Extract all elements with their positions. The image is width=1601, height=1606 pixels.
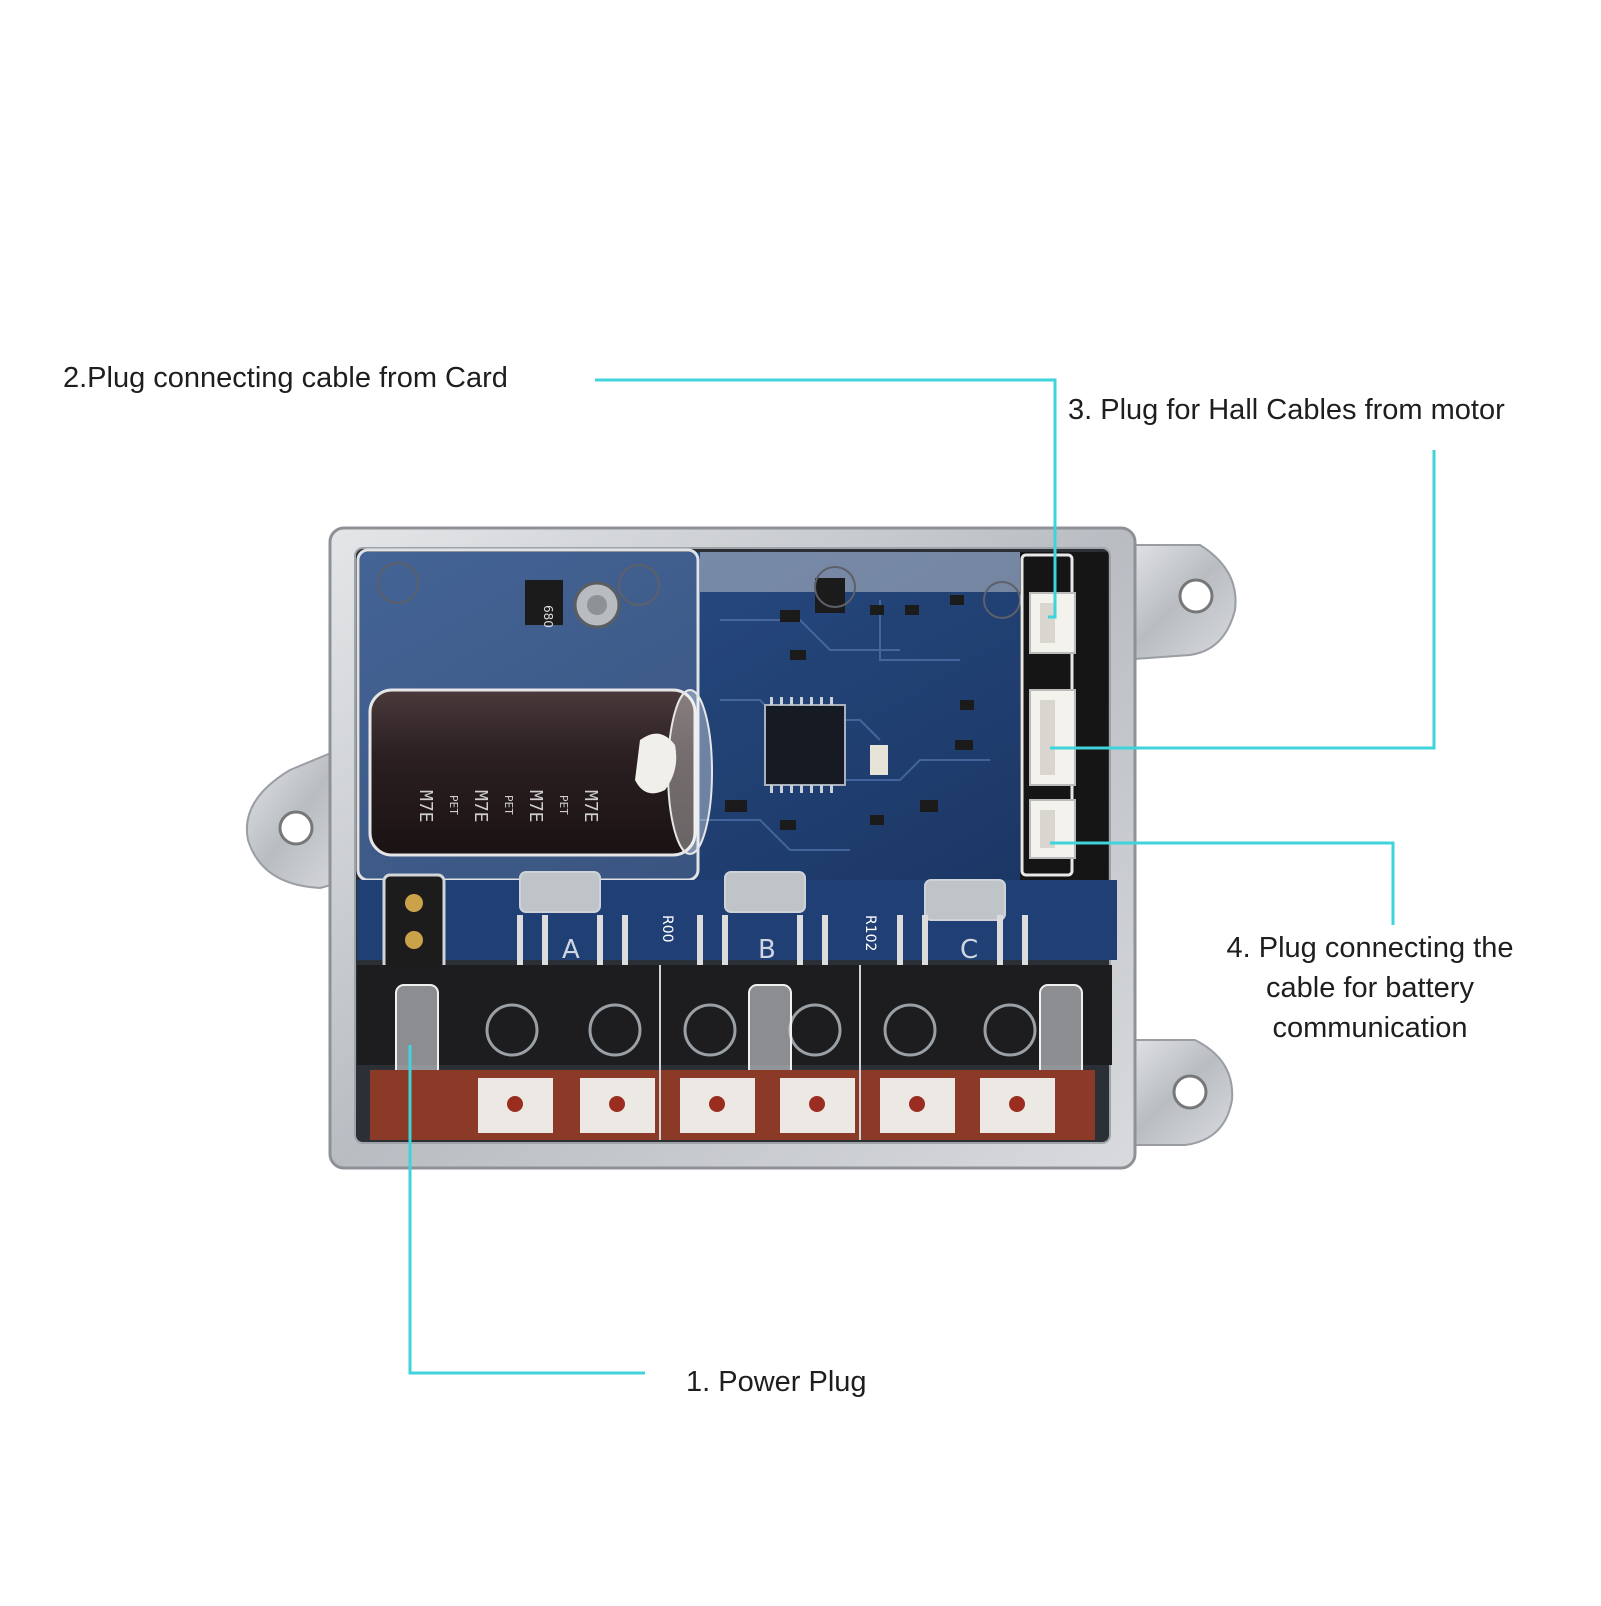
callout-line-card — [595, 378, 1057, 619]
callout-label-hall-plug: 3. Plug for Hall Cables from motor — [1068, 394, 1505, 426]
svg-text:PET: PET — [502, 795, 515, 815]
bulk-capacitor: M7E PET M7E PET M7E PET M7E — [368, 688, 713, 857]
callout-label-battery-plug: 4. Plug connecting the cable for battery… — [1150, 928, 1590, 1048]
mounting-tab-right-top — [1119, 544, 1237, 662]
callout-line-power — [408, 1045, 645, 1375]
callout-label-battery-line-1: 4. Plug connecting the — [1226, 932, 1514, 964]
callout-lines — [408, 378, 1436, 1375]
callout-line-hall — [1050, 450, 1436, 750]
svg-text:M7E: M7E — [470, 790, 491, 823]
svg-text:M7E: M7E — [415, 790, 436, 823]
svg-text:M7E: M7E — [525, 790, 546, 823]
mounting-tab-right-bottom — [1119, 1039, 1234, 1146]
mcu-chip — [764, 704, 846, 786]
jst-connector-battery — [1029, 799, 1076, 859]
phase-label-b: B — [758, 935, 776, 965]
svg-text:M7E: M7E — [580, 790, 601, 823]
callout-label-power-plug: 1. Power Plug — [686, 1366, 867, 1398]
callout-label-battery-line-3: communication — [1272, 1012, 1468, 1044]
callout-label-card-plug: 2.Plug connecting cable from Card — [63, 362, 508, 394]
power-plug-connector — [382, 873, 446, 972]
svg-text:PET: PET — [447, 795, 460, 815]
callout-line-battery — [1050, 841, 1395, 925]
jst-connector-hall — [1029, 689, 1076, 786]
callout-label-battery-line-2: cable for battery — [1266, 972, 1474, 1004]
phase-label-c: C — [960, 935, 978, 965]
jst-connector-card — [1029, 592, 1076, 654]
phase-label-a: A — [562, 935, 580, 965]
resistor-code: 680 — [541, 605, 555, 628]
resistor-label-r102: R102 — [862, 915, 878, 951]
mounting-tab-left — [245, 743, 351, 890]
svg-text:PET: PET — [557, 795, 570, 815]
resistor-label-r00: R00 — [659, 915, 675, 943]
